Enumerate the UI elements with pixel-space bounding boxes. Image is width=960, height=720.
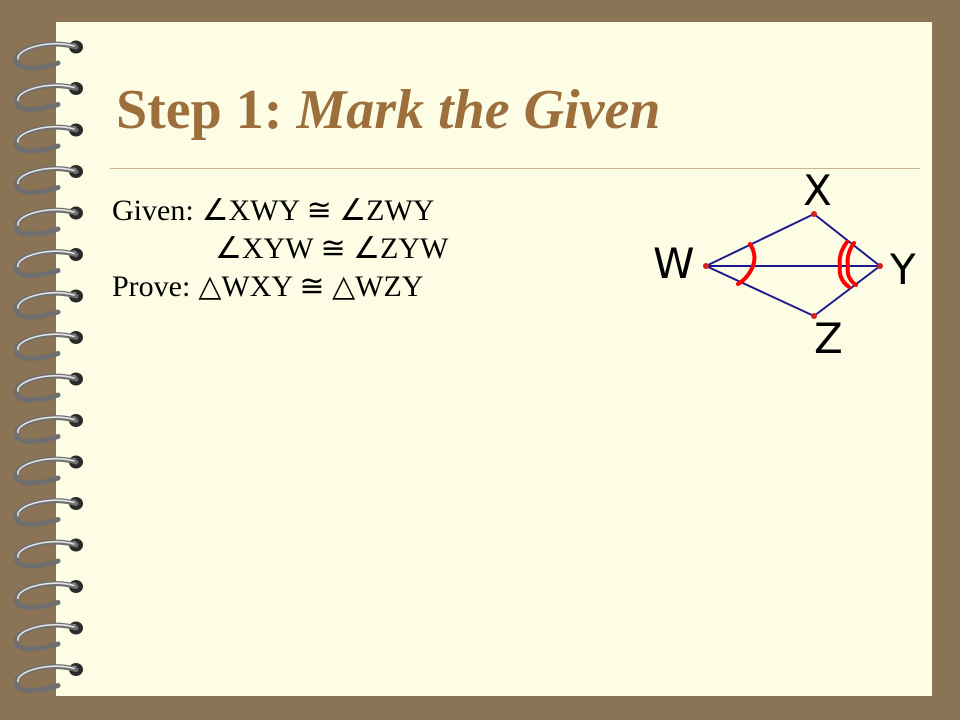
prove-statement: Prove:△WXY ≅ △WZY <box>112 272 423 302</box>
spiral-ring <box>13 165 83 195</box>
spiral-ring <box>13 497 83 527</box>
prove-text: △WXY ≅ △WZY <box>198 270 424 303</box>
segment-zw <box>705 265 815 317</box>
vertex-label-z: Z <box>814 314 843 363</box>
spiral-ring <box>13 206 83 237</box>
prove-label: Prove: <box>112 270 191 303</box>
spiral-ring <box>13 40 83 71</box>
spiral-ring <box>13 621 83 652</box>
segment-wx <box>705 213 815 267</box>
spiral-ring <box>13 455 83 486</box>
notebook-page <box>56 22 932 696</box>
angle-mark-w-lower <box>736 264 755 286</box>
spiral-ring <box>13 82 83 112</box>
vertex-label-w: W <box>653 239 695 288</box>
spiral-ring <box>13 580 83 610</box>
spiral-ring <box>13 663 83 693</box>
spiral-ring <box>13 372 83 403</box>
angle-mark-y-upper-2 <box>845 241 856 268</box>
angle-mark-w-upper <box>748 242 757 268</box>
segment-yz <box>813 265 881 317</box>
vertex-label-x: X <box>803 166 832 215</box>
vertex-dot-z <box>811 313 817 319</box>
spiral-ring <box>13 289 83 320</box>
vertex-dot-x <box>811 211 817 217</box>
given-statement-1: Given:∠XWY ≅ ∠ZWY <box>112 196 434 226</box>
slide-title: Step 1: Mark the Given <box>116 78 660 142</box>
title-divider <box>110 168 920 169</box>
vertex-label-y: Y <box>889 245 916 294</box>
vertex-dot-y <box>877 263 883 269</box>
given-1-text: ∠XWY ≅ ∠ZWY <box>201 194 435 227</box>
title-prefix: Step 1: <box>116 79 283 141</box>
angle-mark-y-lower-1 <box>837 264 851 289</box>
spiral-ring <box>13 538 83 569</box>
spiral-ring <box>13 123 83 154</box>
spiral-ring <box>13 331 83 361</box>
angle-mark-y-upper-1 <box>837 240 849 268</box>
given-label: Given: <box>112 194 194 227</box>
spiral-binding <box>13 40 83 693</box>
given-2-text: ∠XYW ≅ ∠ZYW <box>215 232 449 265</box>
spiral-ring <box>13 248 83 278</box>
vertex-dot-w <box>703 263 709 269</box>
angle-mark-y-lower-2 <box>845 264 858 287</box>
given-statement-2: ∠XYW ≅ ∠ZYW <box>215 234 448 264</box>
title-italic: Mark the Given <box>296 79 661 141</box>
spiral-ring <box>13 414 83 444</box>
